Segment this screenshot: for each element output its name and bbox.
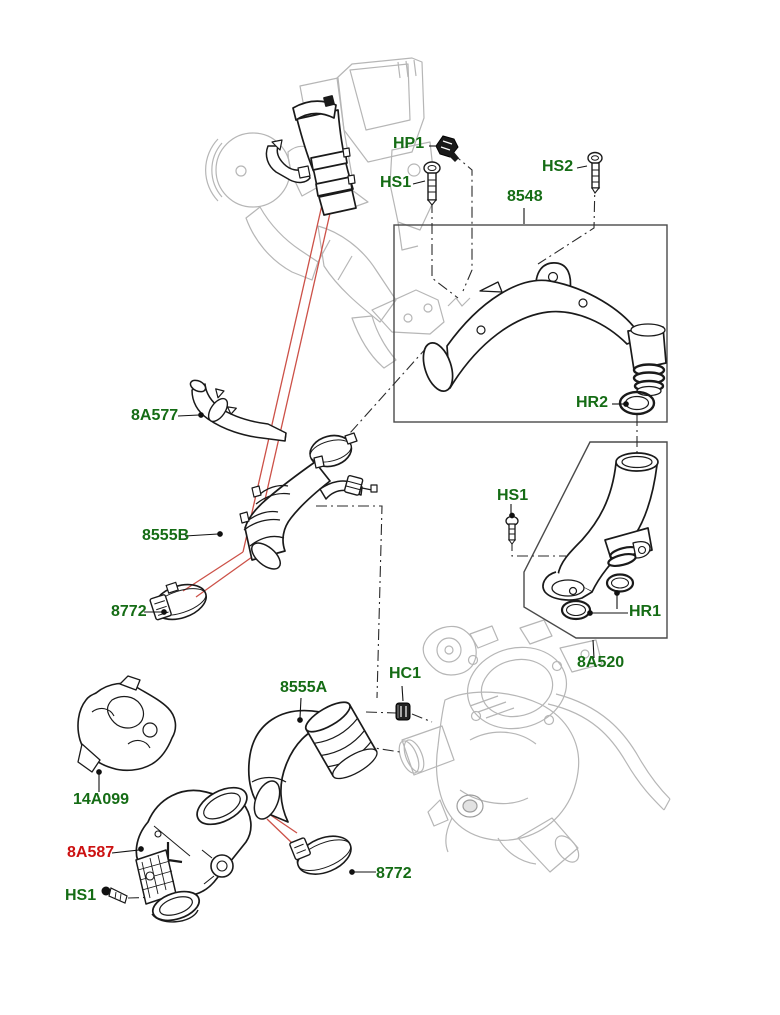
assembly-reference-lines	[127, 152, 638, 899]
part-8a520-box	[523, 441, 668, 639]
label-hc1[interactable]: HC1	[389, 665, 422, 682]
part-8772-upper-clamp-graphic	[149, 581, 207, 621]
part-14a099-graphic	[77, 675, 177, 773]
label-hs1-bottom[interactable]: HS1	[65, 887, 97, 904]
part-8772-lower-clamp-graphic	[289, 835, 352, 875]
label-hs1-top[interactable]: HS1	[380, 174, 412, 191]
part-hr1-orings-graphic	[560, 573, 635, 621]
part-8548-graphic	[422, 262, 667, 397]
part-8548-box	[393, 224, 668, 423]
label-8772-upper[interactable]: 8772	[111, 603, 147, 620]
part-8a520-graphic	[542, 452, 659, 601]
part-8a577-graphic	[189, 379, 287, 442]
part-8a587-graphic	[135, 786, 252, 923]
label-leader-lines	[96, 145, 629, 875]
label-8a587[interactable]: 8A587	[67, 844, 115, 861]
part-hs2-bolt-graphic	[587, 151, 603, 194]
label-8555a[interactable]: 8555A	[280, 679, 328, 696]
label-8548[interactable]: 8548	[507, 188, 543, 205]
label-hr1[interactable]: HR1	[629, 603, 662, 620]
part-hs1-mid-bolt-graphic	[505, 515, 519, 545]
installed-engine-assembly-graphic	[205, 57, 471, 369]
label-hs1-mid[interactable]: HS1	[497, 487, 529, 504]
part-hc1-clip-graphic	[395, 702, 411, 721]
part-hs1-bottom-screw-graphic	[101, 886, 128, 904]
label-hs2[interactable]: HS2	[542, 158, 574, 175]
label-14a099[interactable]: 14A099	[73, 791, 130, 808]
part-hs1-top-bolt-graphic	[423, 161, 441, 206]
label-8772-lower[interactable]: 8772	[376, 865, 412, 882]
label-8a577[interactable]: 8A577	[131, 407, 179, 424]
label-8a520[interactable]: 8A520	[577, 654, 625, 671]
label-8555b[interactable]: 8555B	[142, 527, 190, 544]
water-pump-assembly-graphic	[398, 619, 671, 873]
label-hr2[interactable]: HR2	[576, 394, 609, 411]
installed-charge-pipe-graphic	[265, 95, 357, 216]
label-hp1[interactable]: HP1	[393, 135, 425, 152]
part-8555a-graphic	[247, 701, 378, 823]
part-8555b-graphic	[239, 432, 378, 570]
part-hp1-sensor-graphic	[435, 135, 459, 162]
